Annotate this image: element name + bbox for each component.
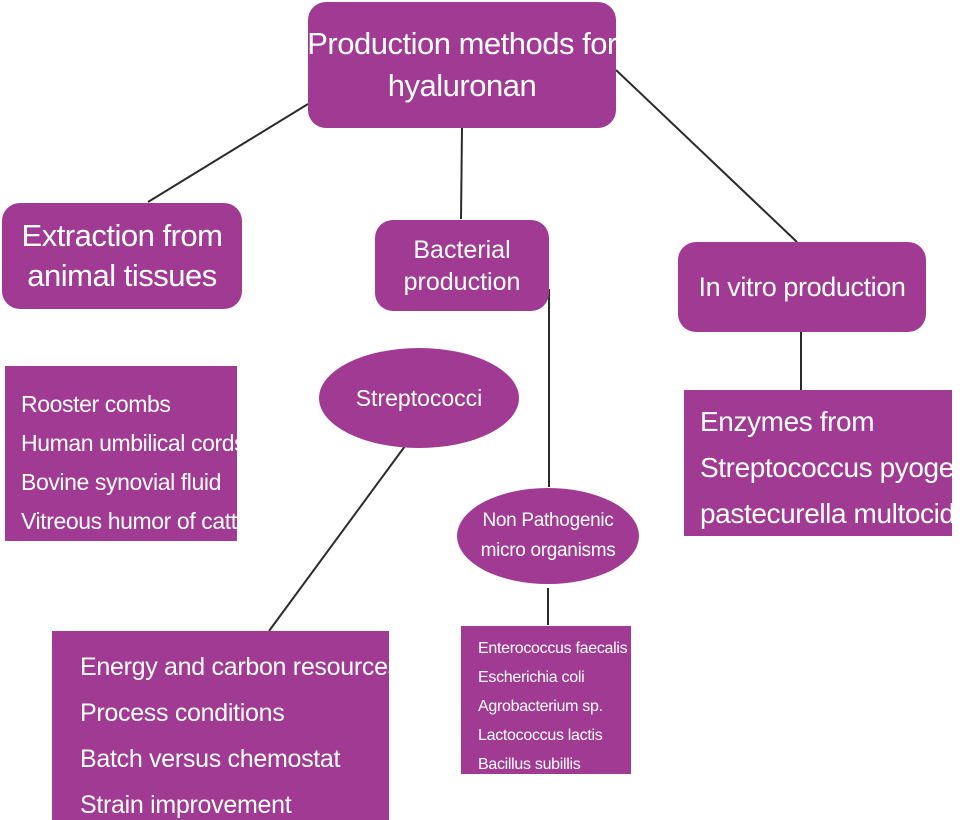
- in-vitro-production-node: In vitro production: [678, 242, 926, 332]
- in-vitro-title: In vitro production: [698, 272, 906, 302]
- non-pathogenic-organisms-box: Enterococcus faecalis Escherichia coli A…: [461, 626, 631, 774]
- list-item: Process conditions: [80, 699, 285, 727]
- bacterial-title-line-1: Bacterial: [413, 235, 511, 264]
- list-item: Strain improvement: [80, 791, 292, 819]
- list-item: Batch versus chemostat: [80, 745, 341, 773]
- list-item: pastecurella multocida: [700, 498, 952, 529]
- list-item: Enterococcus faecalis: [478, 640, 628, 657]
- non-pathogenic-node: Non Pathogenic micro organisms: [457, 488, 639, 584]
- root-title-line-2: hyaluronan: [387, 68, 537, 103]
- list-item: Vitreous humor of cattle: [21, 508, 237, 534]
- connector-root-to-in-vitro: [615, 69, 798, 243]
- list-item: Lactococcus lactis: [478, 727, 603, 744]
- streptococci-node: Streptococci: [319, 348, 519, 448]
- extraction-node: Extraction from animal tissues: [2, 203, 242, 309]
- bacterial-title-line-2: production: [403, 267, 521, 296]
- root-node: Production methods for hyaluronan: [308, 2, 616, 128]
- list-item: Rooster combs: [21, 391, 171, 417]
- streptococci-factors-box: Energy and carbon resources Process cond…: [52, 631, 389, 820]
- streptococci-label: Streptococci: [355, 385, 483, 411]
- list-item: Bacillus subillis: [478, 756, 581, 773]
- list-item: Enzymes from: [700, 406, 875, 437]
- list-item: Human umbilical cords: [21, 430, 237, 456]
- connector-streptococci-to-factors: [268, 441, 409, 632]
- list-item: Streptococcus pyogenes: [700, 452, 952, 483]
- animal-sources-box: Rooster combs Human umbilical cords Bovi…: [5, 366, 237, 541]
- root-title-line-1: Production methods for: [308, 26, 616, 61]
- connector-root-to-bacterial: [460, 127, 463, 220]
- list-item: Bovine synovial fluid: [21, 469, 221, 495]
- bacterial-production-node: Bacterial production: [375, 220, 549, 311]
- list-item: Escherichia coli: [478, 669, 585, 686]
- in-vitro-enzymes-box: Enzymes from Streptococcus pyogenes past…: [684, 390, 952, 536]
- extraction-title-line-2: animal tissues: [27, 258, 217, 293]
- non-pathogenic-line-2: micro organisms: [480, 540, 616, 561]
- list-item: Energy and carbon resources: [80, 653, 389, 681]
- connector-root-to-extraction: [147, 103, 309, 203]
- list-item: Agrobacterium sp.: [478, 698, 603, 715]
- extraction-title-line-1: Extraction from: [21, 218, 223, 253]
- non-pathogenic-line-1: Non Pathogenic: [482, 510, 614, 531]
